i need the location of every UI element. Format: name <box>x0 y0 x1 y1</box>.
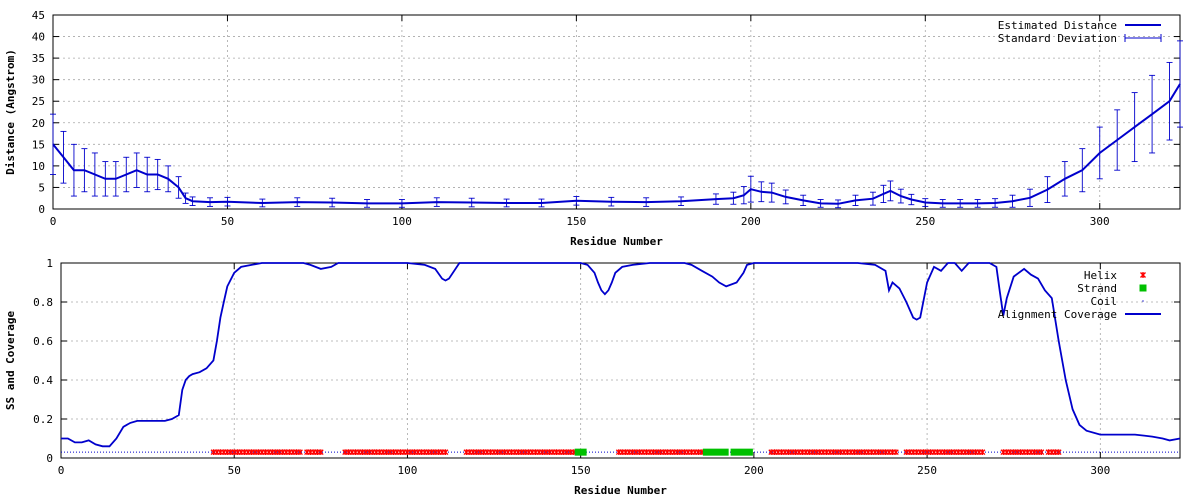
legend-label-strand: Strand <box>1077 282 1117 295</box>
legend-label-helix: Helix <box>1084 269 1117 282</box>
y-axis-title: SS and Coverage <box>4 310 17 410</box>
y-tick-label: 0 <box>46 452 53 465</box>
legend-label-coil: Coil <box>1091 295 1118 308</box>
y-axis-title: Distance (Angstrom) <box>4 49 17 175</box>
x-axis-title: Residue Number <box>570 235 663 248</box>
y-tick-label: 0.6 <box>33 335 53 348</box>
y-tick-label: 20 <box>32 117 45 130</box>
legend-swatch-helix <box>1140 272 1146 278</box>
chart-panel-2: 0 50 100 150 200 250 300 0 0.2 0.4 0.6 0.8 1Residue … <box>4 257 1181 497</box>
helix-mark <box>893 449 899 456</box>
x-tick-label: 250 <box>917 464 937 477</box>
x-tick-label: 150 <box>566 215 586 228</box>
y-tick-label: 30 <box>32 74 45 87</box>
y-tick-label: 45 <box>32 9 45 22</box>
x-tick-label: 0 <box>58 464 65 477</box>
y-tick-label: 10 <box>32 160 45 173</box>
legend-label-estimated-distance: Estimated Distance <box>998 19 1117 32</box>
legend-swatch-strand <box>1139 284 1147 292</box>
x-tick-label: 100 <box>398 464 418 477</box>
plot-frame <box>60 262 1181 459</box>
y-tick-label: 0 <box>38 203 45 216</box>
helix-mark <box>297 449 303 456</box>
x-tick-label: 150 <box>571 464 591 477</box>
x-tick-label: 300 <box>1090 215 1110 228</box>
y-tick-label: 0.2 <box>33 413 53 426</box>
y-tick-label: 5 <box>38 181 45 194</box>
helix-mark <box>1055 449 1062 456</box>
x-tick-label: 200 <box>744 464 764 477</box>
legend-swatch-coil <box>1142 300 1144 302</box>
helix-mark <box>317 449 324 456</box>
estimated-distance-line <box>52 83 1181 205</box>
y-tick-label: 1 <box>46 257 53 270</box>
legend-label-alignment-coverage: Alignment Coverage <box>998 308 1117 321</box>
chart-panel-1: 0 50 100 150 200 250 300 0 5 10 15 20 25 30 35 40 45Resi… <box>4 9 1183 248</box>
x-tick-label: 300 <box>1090 464 1110 477</box>
y-tick-label: 0.4 <box>33 374 53 387</box>
x-tick-label: 50 <box>228 464 241 477</box>
strand-mark <box>702 448 729 456</box>
helix-mark <box>1038 449 1045 456</box>
x-tick-label: 50 <box>221 215 234 228</box>
y-tick-label: 35 <box>32 52 45 65</box>
y-tick-label: 0.8 <box>33 296 53 309</box>
helix-mark <box>442 449 449 456</box>
x-axis-title: Residue Number <box>574 484 667 497</box>
helix-mark <box>979 449 986 456</box>
x-tick-label: 200 <box>741 215 761 228</box>
strand-mark <box>574 448 587 456</box>
y-tick-label: 25 <box>32 95 45 108</box>
x-tick-label: 100 <box>392 215 412 228</box>
alignment-coverage-line <box>61 262 1181 448</box>
x-tick-label: 250 <box>915 215 935 228</box>
y-tick-label: 40 <box>32 31 45 44</box>
y-tick-label: 15 <box>32 138 45 151</box>
x-tick-label: 0 <box>50 215 57 228</box>
legend-label-standard-deviation: Standard Deviation <box>998 32 1117 45</box>
strand-mark <box>730 448 753 456</box>
